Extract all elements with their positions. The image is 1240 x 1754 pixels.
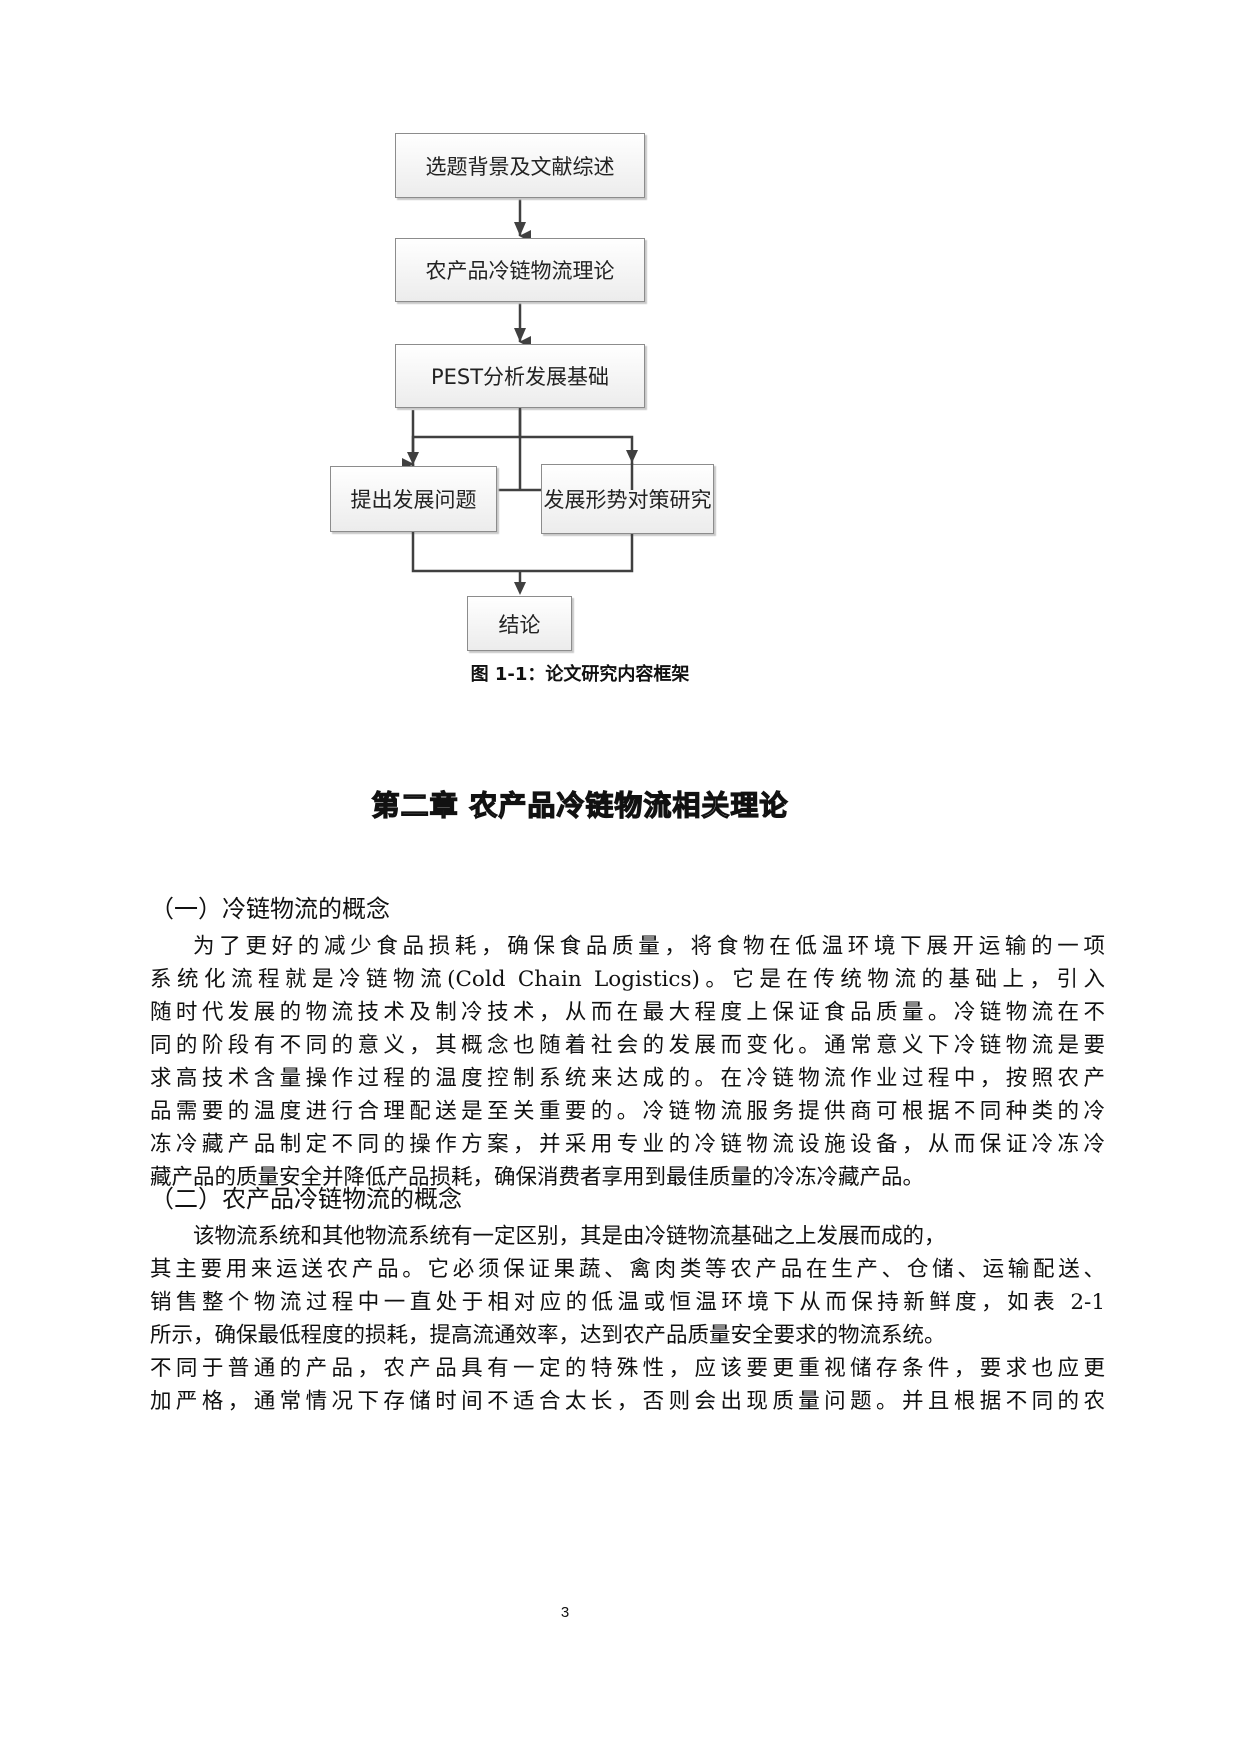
- flowchart-box-problems: 提出发展问题: [330, 466, 497, 532]
- flowchart-box-label: 发展形势对策研究: [543, 488, 712, 512]
- chapter-title: 第二章 农产品冷链物流相关理论: [371, 788, 789, 822]
- arrow-head-icon: [514, 328, 526, 342]
- flowchart-lines: [407, 222, 638, 595]
- flowchart-box-pest: PEST分析发展基础: [395, 344, 645, 408]
- flowchart-box-label: 提出发展问题: [350, 488, 477, 512]
- paragraph-line: 销售整个物流过程中一直处于相对应的低温或恒温环境下从而保持新鲜度，如表 2-1: [150, 1290, 1105, 1315]
- flowchart-box-background: 选题背景及文献综述: [395, 133, 645, 198]
- paragraph-line: 品需要的温度进行合理配送是至关重要的。冷链物流服务提供商可根据不同种类的冷: [150, 1099, 1105, 1124]
- flowchart-box-label: 结论: [498, 612, 541, 637]
- paragraph-line: 加严格，通常情况下存储时间不适合太长，否则会出现质量问题。并且根据不同的农: [150, 1389, 1105, 1414]
- arrow-head-icon: [514, 222, 526, 236]
- paragraph-line: 所示，确保最低程度的损耗，提高流通效率，达到农产品质量安全要求的物流系统。: [150, 1323, 946, 1348]
- flowchart-box-label: 农产品冷链物流理论: [425, 259, 615, 283]
- paragraph-line: 同的阶段有不同的意义，其概念也随着社会的发展而变化。通常意义下冷链物流是要: [150, 1033, 1105, 1058]
- arrow-head-icon: [626, 450, 638, 463]
- page-number: 3: [560, 1604, 570, 1621]
- paragraph-line: 系统化流程就是冷链物流(Cold Chain Logistics)。它是在传统物…: [150, 967, 1105, 992]
- paragraph-line: 藏产品的质量安全并降低产品损耗，确保消费者享用到最佳质量的冷冻冷藏产品。: [150, 1165, 925, 1190]
- paragraph-line: 随时代发展的物流技术及制冷技术，从而在最大程度上保证食品质量。冷链物流在不: [150, 1000, 1105, 1025]
- flowchart-box-conclusion: 结论: [467, 596, 572, 651]
- paragraph-cold-chain-concept: 为了更好的减少食品损耗，确保食品质量，将食物在低温环境下展开运输的一项 系统化流…: [150, 930, 1105, 1194]
- flowchart-box-label: PEST分析发展基础: [430, 365, 610, 389]
- section-heading-agri-cold-chain-concept: （二）农产品冷链物流的概念: [150, 1185, 462, 1213]
- flowchart-box-theory: 农产品冷链物流理论: [395, 238, 645, 302]
- figure-caption: 图 1-1：论文研究内容框架: [470, 664, 690, 685]
- paragraph-line: 不同于普通的产品，农产品具有一定的特殊性，应该要更重视储存条件，要求也应更: [150, 1356, 1105, 1381]
- paragraph-agri-cold-chain-concept: 该物流系统和其他物流系统有一定区别，其是由冷链物流基础之上发展而成的， 其主要用…: [150, 1220, 1105, 1418]
- arrow-head-icon: [407, 452, 419, 465]
- paragraph-line: 其主要用来运送农产品。它必须保证果蔬、禽肉类等农产品在生产、仓储、运输配送、: [150, 1257, 1105, 1282]
- paragraph-line: 为了更好的减少食品损耗，确保食品质量，将食物在低温环境下展开运输的一项: [193, 934, 1105, 959]
- section-heading-cold-chain-concept: （一）冷链物流的概念: [150, 895, 390, 923]
- paragraph-line: 求高技术含量操作过程的温度控制系统来达成的。在冷链物流作业过程中，按照农产: [150, 1066, 1105, 1091]
- flowchart-box-label: 选题背景及文献综述: [425, 154, 615, 179]
- paragraph-line: 冻冷藏产品制定不同的操作方案，并采用专业的冷链物流设施设备，从而保证冷冻冷: [150, 1132, 1105, 1157]
- flowchart-box-countermeasures: 发展形势对策研究: [541, 464, 714, 534]
- paragraph-line: 该物流系统和其他物流系统有一定区别，其是由冷链物流基础之上发展而成的，: [193, 1224, 946, 1249]
- arrow-head-icon: [514, 582, 526, 595]
